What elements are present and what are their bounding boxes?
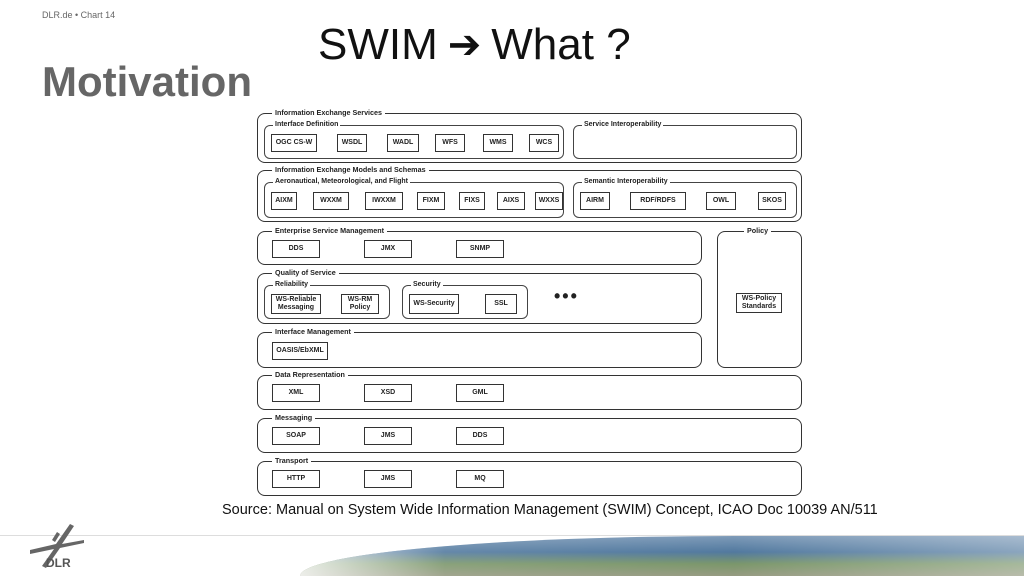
item-box: WADL: [387, 134, 419, 152]
panel-label: Quality of Service: [272, 268, 339, 278]
panel-info-exchange-services: Information Exchange Services Interface …: [257, 108, 802, 163]
item-box: WXXS: [535, 192, 563, 210]
item-box: WS-Reliable Messaging: [271, 294, 321, 314]
swim-layer-diagram: Information Exchange Services Interface …: [255, 107, 805, 499]
panel-label: Transport: [272, 456, 312, 466]
item-box: GML: [456, 384, 504, 402]
sub-service-interoperability: Service Interoperability: [573, 120, 797, 159]
item-box: WS-Security: [409, 294, 459, 314]
sub-label: Semantic Interoperability: [582, 177, 670, 187]
dlr-logo-icon: [30, 524, 84, 568]
title-right: What ?: [491, 20, 631, 69]
sub-security: Security WS-Security SSL: [402, 280, 528, 319]
panel-policy: Policy WS-Policy Standards: [717, 226, 802, 368]
item-box: WS-Policy Standards: [736, 293, 782, 313]
item-box: SKOS: [758, 192, 786, 210]
item-box: HTTP: [272, 470, 320, 488]
item-box: AIXM: [271, 192, 297, 210]
slide-subtitle: Motivation: [42, 58, 252, 105]
footer-banner: [0, 536, 1024, 576]
footer-divider: [0, 535, 1024, 536]
sub-semantic-interoperability: Semantic Interoperability AIRM RDF/RDFS …: [573, 177, 797, 218]
title-left: SWIM: [318, 20, 438, 69]
panel-enterprise-service-management: Enterprise Service Management DDS JMX SN…: [257, 226, 702, 265]
item-box: JMS: [364, 470, 412, 488]
panel-label: Information Exchange Models and Schemas: [272, 165, 429, 175]
item-box: MQ: [456, 470, 504, 488]
arrow-right-icon: ➔: [447, 23, 482, 67]
source-citation: Source: Manual on System Wide Informatio…: [222, 502, 878, 518]
sub-label: Reliability: [273, 280, 311, 290]
panel-data-representation: Data Representation XML XSD GML: [257, 370, 802, 410]
slide-title: SWIM ➔ What ?: [318, 20, 631, 70]
panel-label: Policy: [744, 226, 772, 236]
dlr-logo-text: DLR: [46, 556, 71, 570]
sub-label: Interface Definition: [273, 120, 341, 130]
item-box: WXXM: [313, 192, 349, 210]
sub-label: Aeronautical, Meteorological, and Flight: [273, 177, 411, 187]
item-box: SSL: [485, 294, 517, 314]
panel-label: Data Representation: [272, 370, 348, 380]
item-box: WMS: [483, 134, 513, 152]
item-box: XSD: [364, 384, 412, 402]
item-box: FIXS: [459, 192, 485, 210]
item-box: AIXS: [497, 192, 525, 210]
sub-aero-met-flight: Aeronautical, Meteorological, and Flight…: [264, 177, 564, 218]
earth-haze: [300, 536, 1024, 576]
sub-label: Security: [411, 280, 443, 290]
item-box: RDF/RDFS: [630, 192, 686, 210]
sub-interface-definition: Interface Definition OGC CS-W WSDL WADL …: [264, 120, 564, 159]
item-box: SOAP: [272, 427, 320, 445]
item-box: FIXM: [417, 192, 445, 210]
item-box: SNMP: [456, 240, 504, 258]
item-box: XML: [272, 384, 320, 402]
panel-transport: Transport HTTP JMS MQ: [257, 456, 802, 496]
panel-label: Enterprise Service Management: [272, 226, 388, 236]
panel-messaging: Messaging SOAP JMS DDS: [257, 413, 802, 453]
slide-meta: DLR.de • Chart 14: [42, 10, 116, 20]
item-box: OGC CS-W: [271, 134, 317, 152]
panel-label: Messaging: [272, 413, 316, 423]
panel-info-exchange-models: Information Exchange Models and Schemas …: [257, 165, 802, 222]
item-box: WFS: [435, 134, 465, 152]
item-box: WCS: [529, 134, 559, 152]
panel-quality-of-service: Quality of Service Reliability WS-Reliab…: [257, 268, 702, 324]
item-box: IWXXM: [365, 192, 403, 210]
sub-label: Service Interoperability: [582, 120, 664, 130]
item-box: JMS: [364, 427, 412, 445]
item-box: DDS: [272, 240, 320, 258]
sub-reliability: Reliability WS-Reliable Messaging WS-RM …: [264, 280, 390, 319]
panel-label: Interface Management: [272, 327, 354, 337]
item-box: DDS: [456, 427, 504, 445]
panel-interface-management: Interface Management OASIS/EbXML: [257, 327, 702, 368]
item-box: JMX: [364, 240, 412, 258]
item-box: WSDL: [337, 134, 367, 152]
item-box: WS-RM Policy: [341, 294, 379, 314]
item-box: OASIS/EbXML: [272, 342, 328, 360]
item-box: AIRM: [580, 192, 610, 210]
item-box: OWL: [706, 192, 736, 210]
panel-label: Information Exchange Services: [272, 108, 386, 118]
more-ellipsis: •••: [554, 286, 579, 306]
